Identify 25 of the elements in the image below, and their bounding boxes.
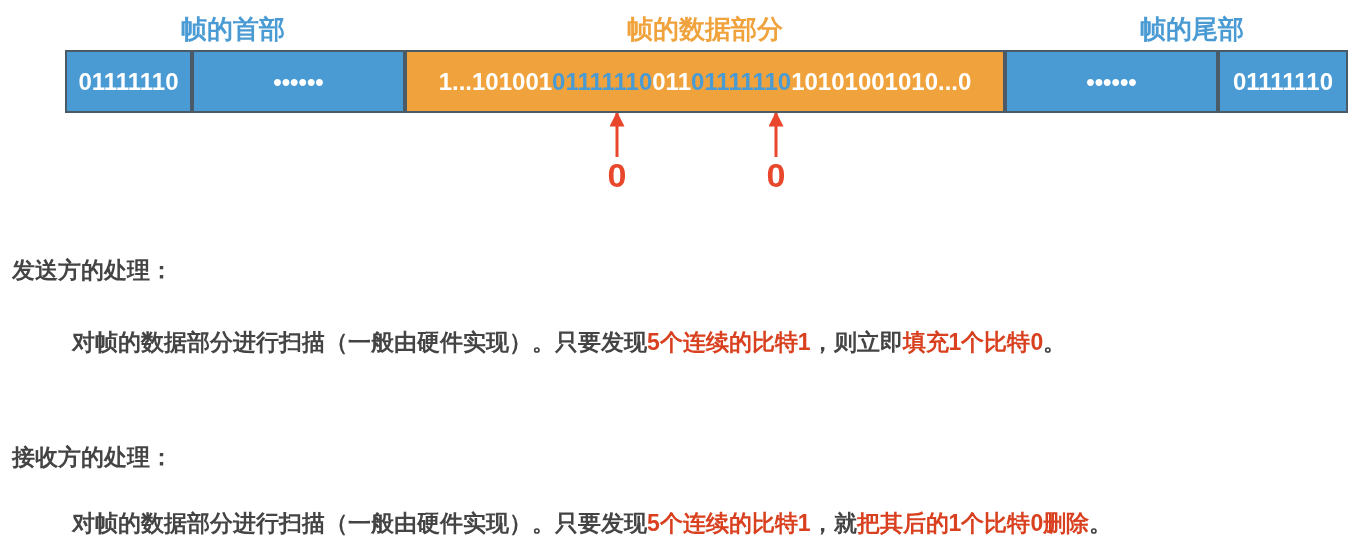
frame-field-segment [192,50,405,113]
bit-string: 1...101001 [438,67,553,96]
inserted-bit-label: 0 [597,155,637,195]
bit-string: 01111110 [691,67,792,96]
paragraph: 对帧的数据部分进行扫描（一般由硬件实现）。只要发现5个连续的比特1，则立即填充1个比特0。 [72,328,1067,357]
section-heading: 帧的数据部分 [627,13,783,46]
subheading: 接收方的处理： [12,443,173,472]
ellipsis-dots: •••••• [273,67,324,96]
subheading: 发送方的处理： [12,256,173,285]
bit-string: 01111110 [552,67,653,96]
ellipsis-dots: •••••• [1086,67,1137,96]
arrow [768,111,784,157]
bit-string: 01111110 [78,67,179,96]
frame-field-segment [65,50,192,113]
section-heading: 帧的首部 [181,13,285,46]
frame-field-segment [1005,50,1218,113]
frame-field-segment [1218,50,1348,113]
bit-string: 10101001010...0 [791,67,972,96]
bit-string: 011 [652,67,691,96]
bit-string: 01111110 [1232,67,1334,96]
inserted-bit-label: 0 [756,155,796,195]
section-heading: 帧的尾部 [1140,13,1244,46]
paragraph: 对帧的数据部分进行扫描（一般由硬件实现）。只要发现5个连续的比特1，就把其后的1个比特0删除。 [72,509,1113,538]
data-field-segment [405,50,1005,113]
arrow [609,111,625,157]
